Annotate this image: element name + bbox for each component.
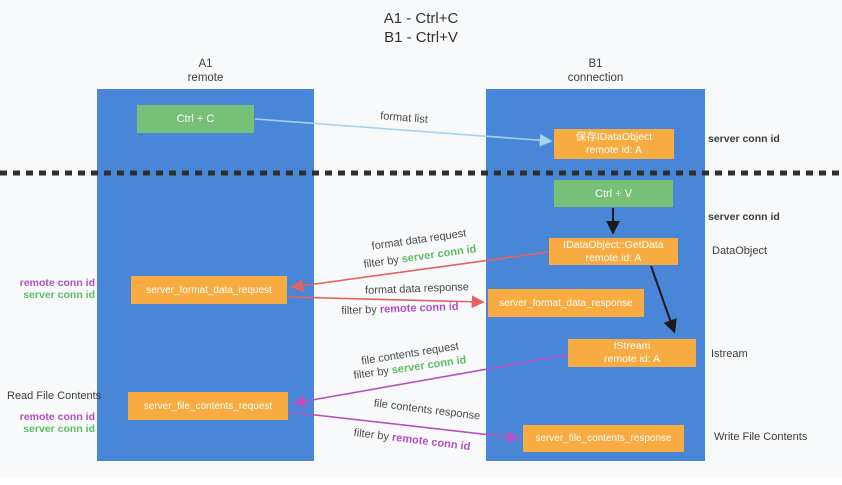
server-format-data-response-node: server_format_data_response <box>488 289 644 317</box>
diagram-title: A1 - Ctrl+C B1 - Ctrl+V <box>0 9 842 47</box>
istream-side-label: Istream <box>711 348 748 360</box>
format-data-request-arrow <box>290 251 550 292</box>
server-file-contents-request-node: server_file_contents_request <box>128 392 288 420</box>
left-mid-conn-id-group: remote conn id server conn id <box>0 278 95 302</box>
server-file-contents-response-node: server_file_contents_response <box>523 425 684 452</box>
filter-by-text: filter by <box>341 303 381 318</box>
lane-b1-name: B1 <box>588 58 603 70</box>
file-contents-response-arrow <box>288 411 520 444</box>
read-file-contents-label: Read File Contents <box>7 390 102 402</box>
lane-b1-role: connection <box>567 72 624 84</box>
remote-conn-id-label: remote conn id <box>19 277 95 289</box>
getdata-line1: IDataObject::GetData <box>563 238 664 251</box>
server-format-data-request-node: server_format_data_request <box>131 276 287 304</box>
write-file-contents-label: Write File Contents <box>714 431 808 443</box>
title-line-a1: A1 - Ctrl+C <box>383 10 459 27</box>
format-list-arrow <box>254 118 553 147</box>
save-idataobject-line1: 保存IDataObject <box>575 131 653 143</box>
server-conn-id-label-top: server conn id <box>708 133 780 145</box>
lane-header-a1: A1 remote <box>97 57 314 85</box>
ctrl-v-node: Ctrl + V <box>554 180 673 207</box>
server-conn-id-label-mid: server conn id <box>708 211 780 223</box>
istream-line1: IStream <box>613 340 651 352</box>
server-format-data-response-label: server_format_data_response <box>499 297 633 309</box>
server-conn-id-label: server conn id <box>23 289 95 301</box>
server-file-contents-response-label: server_file_contents_response <box>535 433 672 444</box>
server-format-data-request-label: server_format_data_request <box>146 284 272 296</box>
file-contents-request-arrow <box>292 354 568 408</box>
istream-node: IStream remote id: A <box>568 339 696 367</box>
left-bottom-conn-id-group: remote conn id server conn id <box>0 412 95 436</box>
ctrl-v-label: Ctrl + V <box>595 187 632 200</box>
save-idataobject-line2: remote id: A <box>585 144 642 156</box>
ctrl-c-node: Ctrl + C <box>137 105 254 133</box>
lane-a1-name: A1 <box>198 58 213 70</box>
idataobject-getdata-node: IDataObject::GetData remote id: A <box>549 238 678 265</box>
format-data-response-arrow <box>287 295 485 309</box>
getdata-to-istream-arrow <box>650 265 677 334</box>
server-conn-id-label: server conn id <box>23 423 95 435</box>
dataobject-label: DataObject <box>712 245 768 257</box>
save-idataobject-node: 保存IDataObject remote id: A <box>554 129 674 159</box>
bottom-strip <box>0 478 842 485</box>
remote-conn-id-label: remote conn id <box>19 411 95 423</box>
server-file-contents-request-label: server_file_contents_request <box>143 400 273 412</box>
getdata-line2: remote id: A <box>585 251 642 264</box>
istream-line2: remote id: A <box>603 353 661 365</box>
title-line-b1: B1 - Ctrl+V <box>384 29 458 46</box>
lane-header-b1: B1 connection <box>486 57 705 85</box>
lane-a1-role: remote <box>187 72 224 84</box>
ctrl-c-label: Ctrl + C <box>176 113 215 125</box>
